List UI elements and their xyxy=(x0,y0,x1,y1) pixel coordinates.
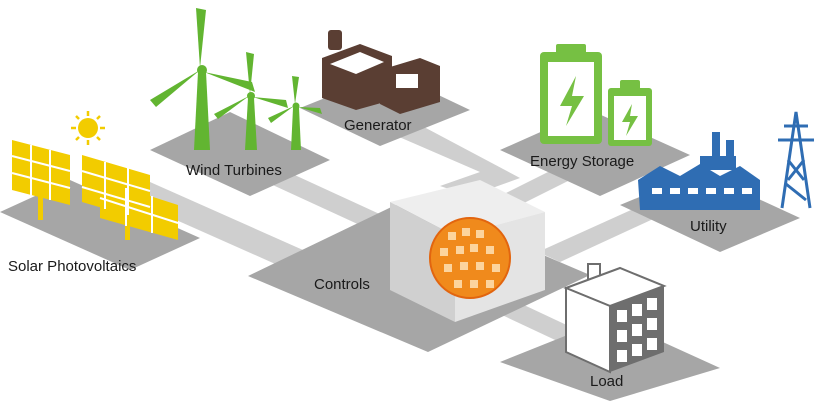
wind-turbine-icon xyxy=(150,8,322,150)
sun-rays xyxy=(71,111,105,145)
battery-icon xyxy=(540,44,652,146)
storage-label: Energy Storage xyxy=(530,153,635,170)
platform-solar xyxy=(0,180,200,270)
sun-icon xyxy=(78,118,98,138)
utility-label: Utility xyxy=(690,218,727,235)
generator-icon xyxy=(322,30,440,114)
building-icon xyxy=(563,263,667,374)
power-tower-icon xyxy=(778,111,814,209)
controller-cube-icon xyxy=(390,180,545,322)
utility-factory-icon xyxy=(638,111,814,210)
solar-label: Solar Photovoltaics xyxy=(8,258,137,275)
load-label: Load xyxy=(590,373,624,390)
wind-label: Wind Turbines xyxy=(186,162,282,179)
solar-panel-icon xyxy=(11,111,179,240)
controls-label: Controls xyxy=(314,276,370,293)
path-utility-controls xyxy=(538,206,664,262)
generator-label: Generator xyxy=(344,117,412,134)
